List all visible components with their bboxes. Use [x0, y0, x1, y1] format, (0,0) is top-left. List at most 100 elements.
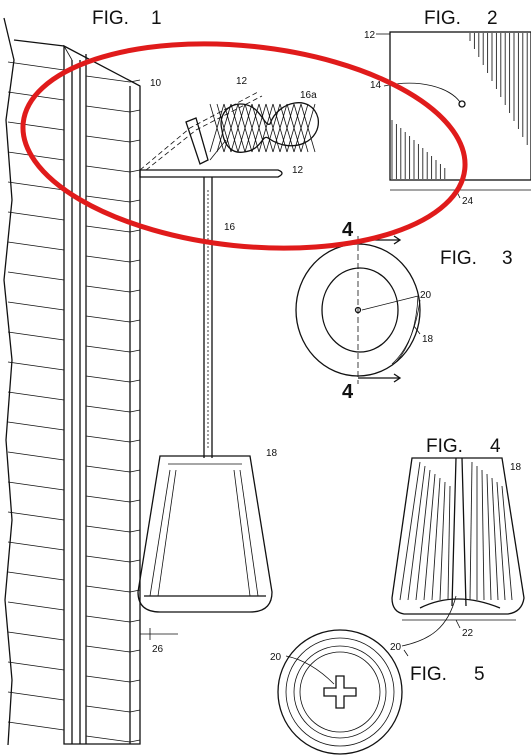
- ref-cup-fig3: 18: [422, 334, 434, 345]
- drawing-stroke: [85, 615, 131, 623]
- fig2-title: FIG.: [424, 8, 461, 29]
- drawing-stroke: [501, 485, 513, 601]
- fig3-number: 3: [502, 248, 513, 269]
- drawing-stroke: [7, 391, 65, 401]
- drawing-stroke: [129, 469, 141, 473]
- drawing-stroke: [300, 103, 316, 153]
- ref-bracket-fig2: 12: [364, 30, 376, 41]
- drawing-stroke: [293, 103, 309, 153]
- drawing-stroke: [223, 103, 239, 153]
- fig1-title: FIG.: [92, 8, 129, 29]
- ref-bait-net: 16a: [300, 90, 317, 101]
- drawing-stroke: [265, 103, 281, 153]
- ref-wall: 10: [150, 78, 162, 89]
- ref-hole-fig4: 20: [390, 642, 402, 653]
- drawing-stroke: [399, 461, 421, 601]
- drawing-stroke: [447, 485, 451, 601]
- drawing-stroke: [7, 451, 65, 461]
- drawing-stroke: [129, 259, 141, 263]
- drawing-stroke: [431, 477, 441, 601]
- drawing-stroke: [7, 571, 65, 581]
- drawing-stroke: [439, 481, 446, 601]
- fig2-number: 2: [487, 8, 498, 29]
- drawing-stroke: [7, 631, 65, 641]
- drawing-stroke: [209, 103, 225, 153]
- drawing-stroke: [415, 469, 431, 601]
- drawing-stroke: [85, 405, 131, 413]
- drawing-stroke: [85, 225, 131, 233]
- drawing-stroke: [129, 169, 141, 173]
- drawing-stroke: [129, 649, 141, 653]
- drawing-stroke: [7, 151, 65, 161]
- drawing-stroke: [85, 135, 131, 143]
- drawing-stroke: [129, 199, 141, 203]
- drawing-stroke: [85, 675, 131, 683]
- drawing-stroke: [85, 75, 131, 83]
- drawing-stroke: [85, 465, 131, 473]
- section-mark-bottom: 4: [342, 381, 354, 403]
- drawing-stroke: [7, 361, 65, 371]
- drawing-stroke: [85, 285, 131, 293]
- drawing-stroke: [129, 289, 141, 293]
- drawing-stroke: [129, 739, 141, 743]
- ref-gap: 26: [152, 644, 164, 655]
- drawing-stroke: [491, 477, 499, 601]
- drawing-stroke: [286, 103, 302, 153]
- drawing-stroke: [129, 709, 141, 713]
- drawing-stroke: [469, 461, 473, 601]
- drawing-stroke: [85, 195, 131, 203]
- fig4-cup-section: [391, 457, 525, 615]
- fig2-hatch-top: [469, 33, 528, 145]
- drawing-stroke: [129, 619, 141, 623]
- drawing-stroke: [7, 481, 65, 491]
- drawing-stroke: [244, 103, 260, 153]
- red-annotation-ellipse: [20, 41, 468, 251]
- drawing-stroke: [129, 529, 141, 533]
- ref-bracket: 12: [236, 76, 248, 87]
- fig5: FIG. 5 20: [270, 629, 485, 755]
- ref-hole-fig3: 20: [420, 290, 432, 301]
- drawing-stroke: [258, 103, 274, 153]
- fig4-title: FIG.: [426, 436, 463, 457]
- drawing-stroke: [7, 181, 65, 191]
- drawing-stroke: [129, 679, 141, 683]
- ref-fig2-width: 24: [462, 196, 474, 207]
- drawing-stroke: [7, 301, 65, 311]
- drawing-stroke: [7, 691, 65, 701]
- drawing-stroke: [85, 105, 131, 113]
- fig4-number: 4: [490, 436, 501, 457]
- drawing-stroke: [85, 255, 131, 263]
- drawing-stroke: [129, 139, 141, 143]
- ref-hole-fig5: 20: [270, 652, 282, 663]
- fig4: FIG. 4 20 18 22: [390, 436, 525, 657]
- bait-net: [209, 102, 319, 161]
- fig2: FIG. 2 14 12 24: [364, 8, 531, 207]
- wall-siding: [3, 17, 141, 746]
- drawing-stroke: [7, 241, 65, 251]
- ref-cord: 16: [224, 222, 236, 233]
- drawing-stroke: [129, 409, 141, 413]
- drawing-stroke: [272, 103, 288, 153]
- drawing-stroke: [7, 511, 65, 521]
- drawing-stroke: [129, 319, 141, 323]
- drawing-stroke: [230, 103, 246, 153]
- fig4-hatching: [399, 461, 513, 601]
- ref-cup-fig4: 18: [510, 462, 522, 473]
- drawing-stroke: [7, 661, 65, 671]
- drawing-stroke: [216, 103, 232, 153]
- drawing-stroke: [129, 559, 141, 563]
- ref-bracket-lower: 12: [292, 165, 304, 176]
- drawing-stroke: [251, 103, 267, 153]
- drawing-stroke: [85, 435, 131, 443]
- drawing-stroke: [129, 439, 141, 443]
- drawing-stroke: [279, 103, 295, 153]
- fig2-eye: [458, 100, 466, 108]
- drawing-stroke: [85, 495, 131, 503]
- drawing-stroke: [7, 601, 65, 611]
- fig1: FIG. 1 10 12 12 16a: [3, 8, 319, 746]
- drawing-stroke: [129, 499, 141, 503]
- drawing-stroke: [496, 481, 506, 601]
- drawing-stroke: [85, 645, 131, 653]
- ref-cup: 18: [266, 448, 278, 459]
- drawing-stroke: [486, 473, 492, 601]
